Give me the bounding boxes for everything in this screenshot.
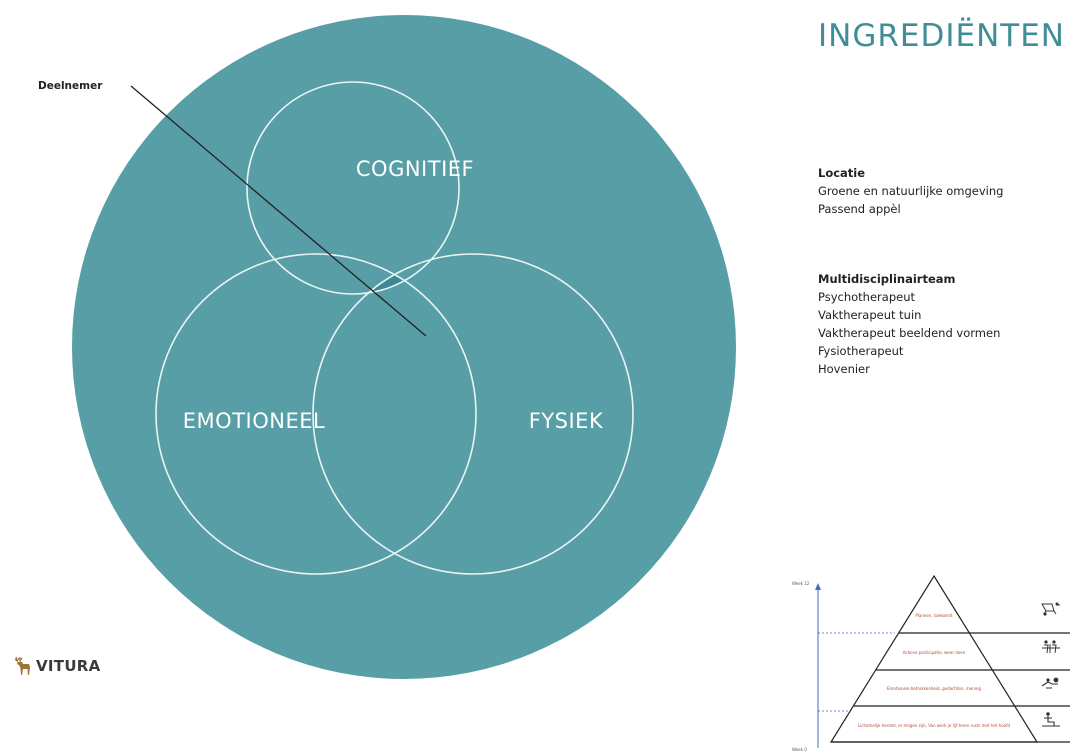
callout-deelnemer: Deelnemer: [38, 80, 103, 92]
team-block: Multidisciplinairteam Psychotherapeut Va…: [818, 270, 1000, 378]
locatie-heading: Locatie: [818, 166, 866, 180]
circle-emotioneel: [155, 253, 477, 575]
pyramid-diagram: Week 12 Week 0 Plannen, toekomst Actieve…: [792, 574, 1070, 752]
axis-arrow-icon: [815, 583, 821, 590]
locatie-block: Locatie Groene en natuurlijke omgeving P…: [818, 164, 1003, 218]
axis-bottom-label: Week 0: [792, 747, 807, 752]
ingredients-title: INGREDIËNTEN: [818, 18, 1065, 54]
resting-person-icon: [1042, 712, 1060, 727]
pyramid-shape: [829, 574, 1039, 743]
vitura-logo: VITURA: [12, 655, 101, 677]
team-item: Hovenier: [818, 362, 870, 376]
locatie-item: Passend appèl: [818, 202, 901, 216]
wheelbarrow-icon: [1041, 602, 1060, 616]
axis-top-label: Week 12: [792, 581, 810, 586]
label-cognitief: COGNITIEF: [356, 157, 474, 181]
logo-text: VITURA: [36, 657, 101, 675]
circle-fysiek: [312, 253, 634, 575]
pyramid-level-text: Actieve participatie, weer doen: [903, 650, 966, 655]
team-item: Vaktherapeut beeldend vormen: [818, 326, 1001, 340]
team-item: Fysiotherapeut: [818, 344, 904, 358]
label-emotioneel: EMOTIONEEL: [183, 409, 325, 433]
group-work-icon: [1042, 640, 1060, 654]
label-fysiek: FYSIEK: [529, 409, 604, 433]
deer-icon: [14, 656, 30, 675]
pyramid-level-text: Plannen, toekomst: [915, 613, 953, 618]
callout-line: [130, 85, 427, 337]
team-heading: Multidisciplinairteam: [818, 272, 956, 286]
gardening-icon: [1041, 677, 1059, 689]
locatie-item: Groene en natuurlijke omgeving: [818, 184, 1004, 198]
pyramid-level-text: Emotionele betrokkenheid, gedachten, men…: [887, 686, 981, 691]
team-item: Psychotherapeut: [818, 290, 915, 304]
circle-cognitief: [246, 81, 460, 295]
team-item: Vaktherapeut tuin: [818, 308, 922, 322]
outer-circle: [72, 15, 736, 679]
pyramid-level-text: Lichamelijk herstel, er mogen zijn, Van …: [858, 723, 1011, 728]
